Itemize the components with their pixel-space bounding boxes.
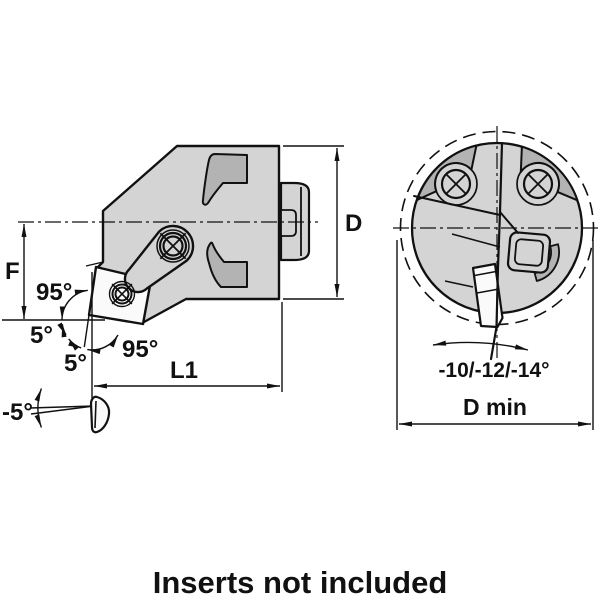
- coupling-stub: [279, 181, 311, 262]
- clamp-block: [506, 231, 552, 274]
- dimension-d: D: [283, 145, 362, 300]
- rake-angle-label: -5°: [2, 399, 33, 426]
- insert-edge-profile: [89, 395, 111, 434]
- clamp-screw-icon: [156, 229, 190, 263]
- clearance-angle-bottom-label: 5°: [64, 350, 87, 377]
- front-view-drawing: -10/-12/-14° D min: [393, 126, 600, 430]
- rake-angle-detail: -5°: [2, 388, 111, 434]
- dimension-d-min: D min: [396, 240, 594, 430]
- dimension-l1-label: L1: [170, 357, 198, 384]
- angle-range-label: -10/-12/-14°: [438, 359, 549, 382]
- dimension-f: F: [2, 224, 105, 321]
- dimension-d-label: D: [345, 210, 362, 237]
- clearance-angle-left-label: 5°: [30, 322, 53, 349]
- dimension-f-label: F: [5, 258, 20, 285]
- upper-clamp-pocket: [201, 153, 248, 206]
- angle-range-callout: -10/-12/-14°: [432, 340, 550, 382]
- right-mount-screw-icon: [516, 162, 560, 206]
- pocket-edge-line: [499, 211, 519, 234]
- lower-clamp-pocket: [206, 241, 248, 288]
- pocket-seat-line: [85, 261, 104, 267]
- inserts-note: Inserts not included: [153, 565, 448, 600]
- left-mount-screw-icon: [434, 162, 478, 206]
- face-edge-lines: [413, 195, 501, 288]
- insert-screw-icon: [108, 280, 136, 308]
- side-view-drawing: F L1 D 95° 5° 5° 95°: [2, 144, 362, 434]
- d-min-label: D min: [463, 394, 527, 420]
- lead-angle-bottom-label: 95°: [122, 336, 158, 363]
- angle-callouts: 95° 5° 5° 95°: [30, 279, 158, 377]
- insert-front-view: [471, 262, 504, 329]
- lead-angle-top-label: 95°: [36, 279, 72, 306]
- front-edge-line: [489, 141, 504, 361]
